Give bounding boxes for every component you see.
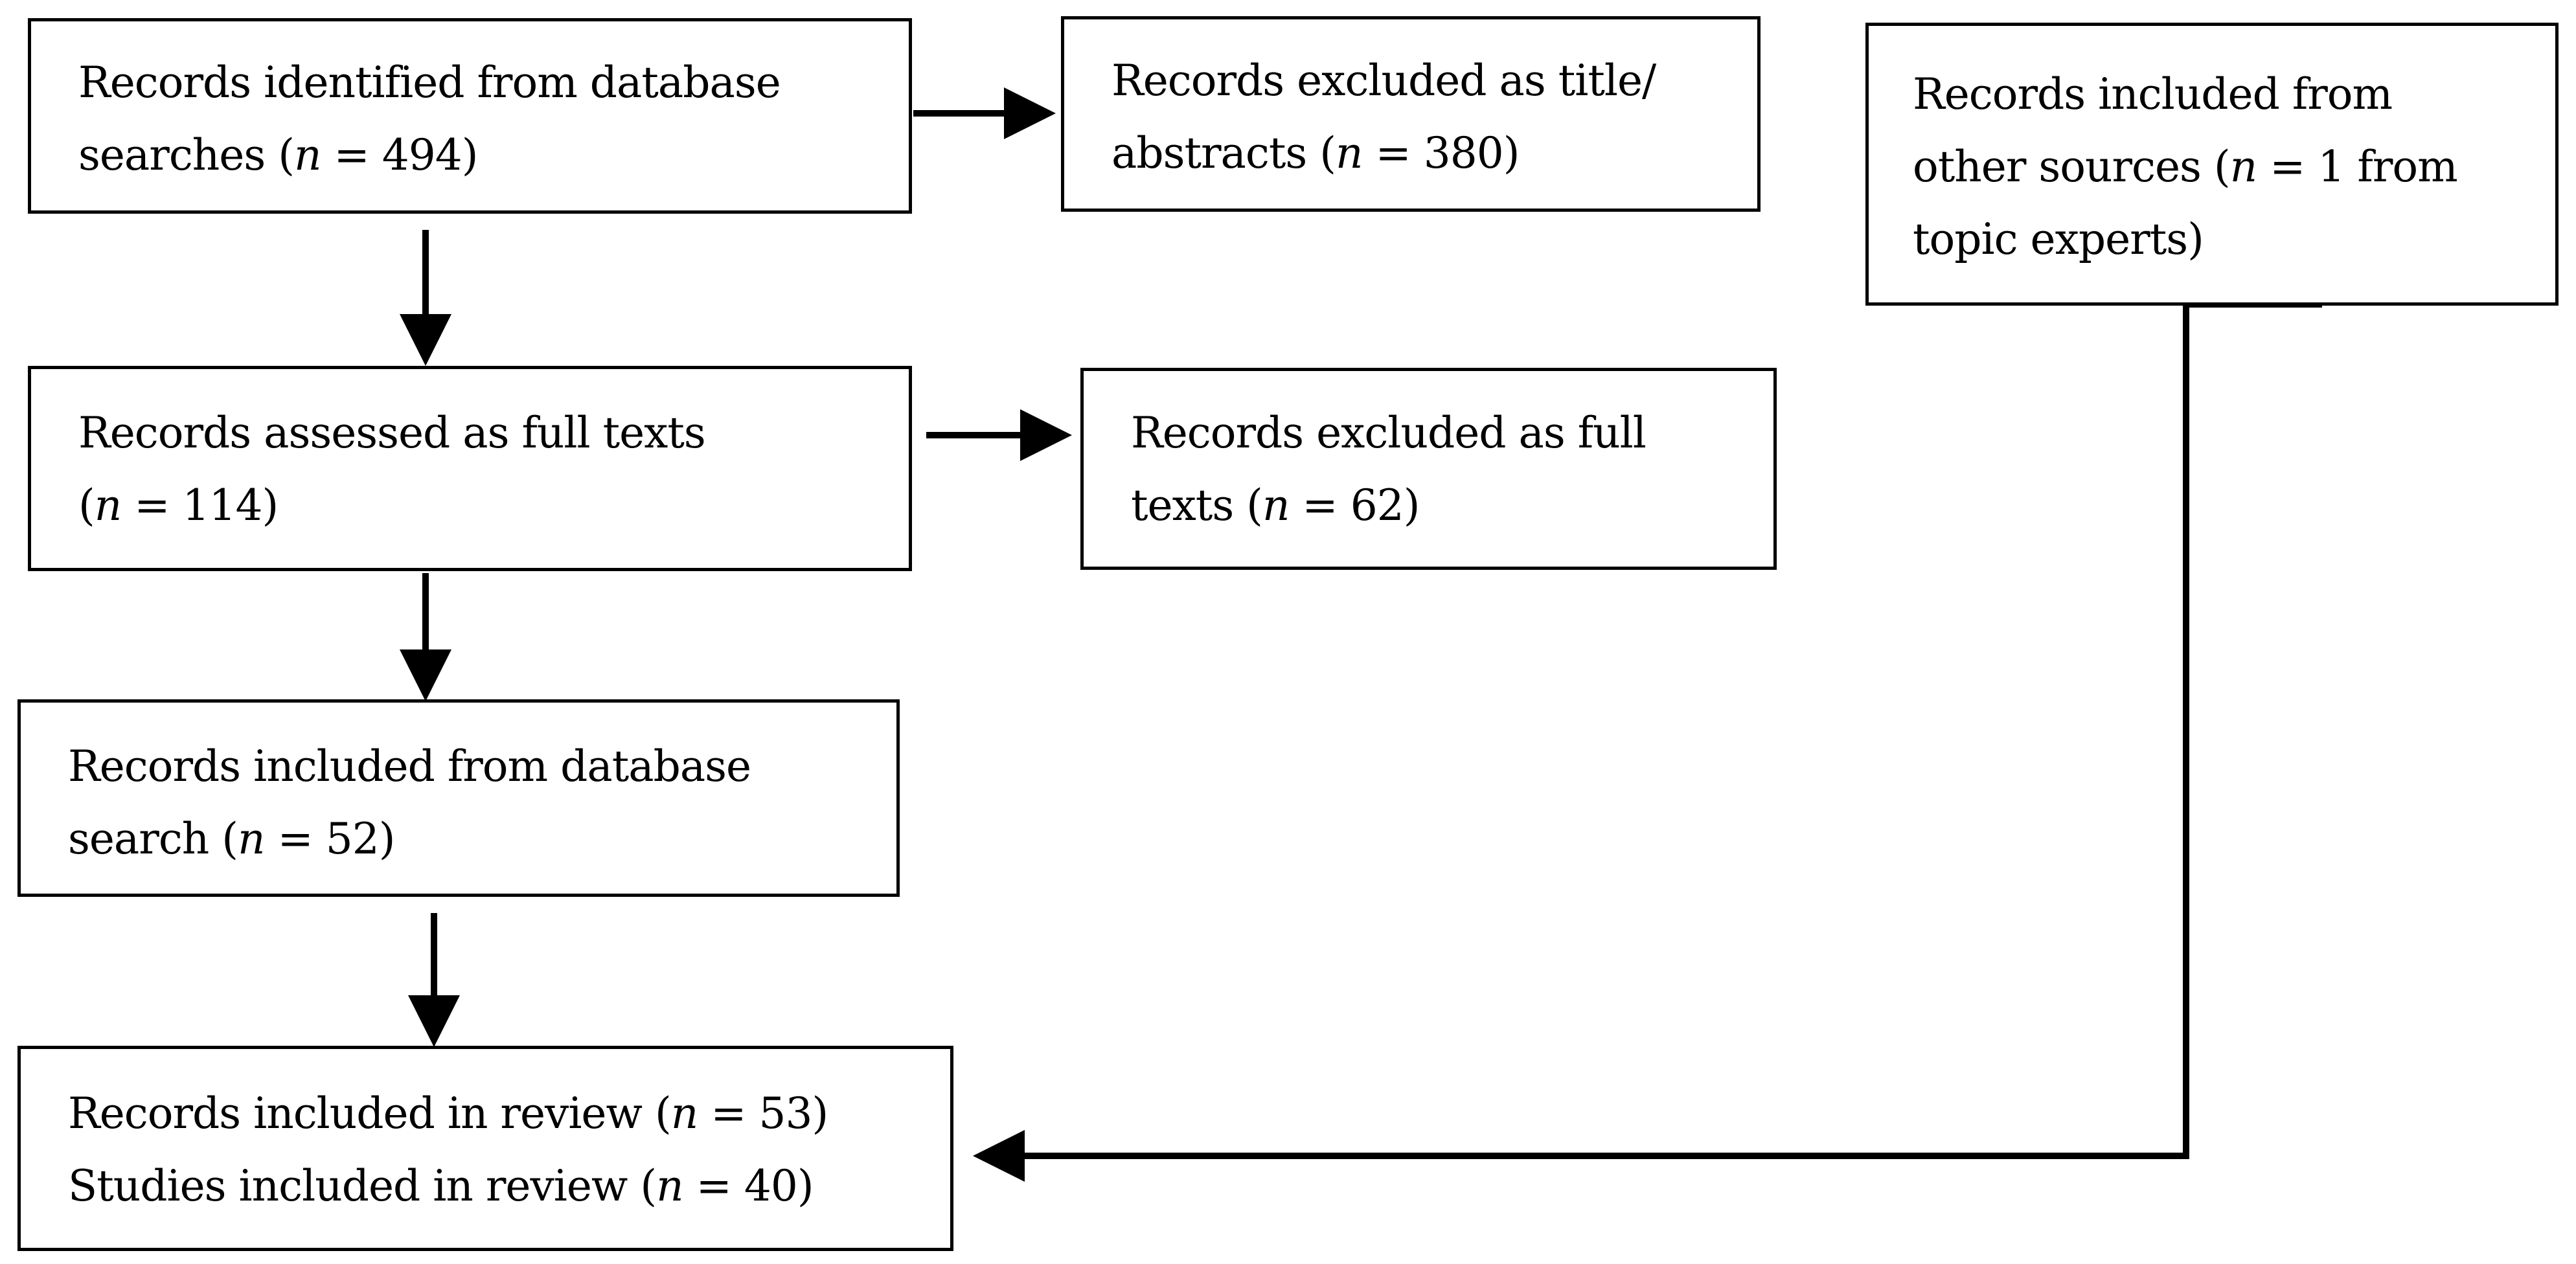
box-identified-line1: Records identified from database [78, 58, 781, 107]
box-included-db-line1: Records included from database [68, 741, 751, 791]
box-records-assessed: Records assessed as full texts (n = 114) [28, 366, 912, 571]
box-excluded-title-line2: abstracts (n = 380) [1111, 128, 1520, 178]
box-records-included-db: Records included from database search (n… [17, 699, 900, 897]
box-records-identified: Records identified from database searche… [28, 18, 912, 214]
box-excluded-full-line2: texts (n = 62) [1131, 480, 1420, 530]
box-excluded-full-line1: Records excluded as full [1131, 408, 1647, 458]
box-included-review-line2: Studies included in review (n = 40) [68, 1161, 814, 1211]
box-assessed-line1: Records assessed as full texts [78, 408, 706, 458]
box-assessed-line2: (n = 114) [78, 480, 279, 530]
box-included-db-line2: search (n = 52) [68, 814, 396, 864]
box-records-included-review: Records included in review (n = 53) Stud… [17, 1046, 953, 1251]
box-identified-line2: searches (n = 494) [78, 130, 478, 180]
box-excluded-full-texts: Records excluded as full texts (n = 62) [1080, 368, 1777, 570]
box-other-sources-line2: other sources (n = 1 from [1913, 142, 2458, 192]
box-excluded-title-line1: Records excluded as title/ [1111, 56, 1656, 106]
box-excluded-title-abstracts: Records excluded as title/ abstracts (n … [1061, 16, 1761, 212]
box-other-sources-line1: Records included from [1913, 69, 2393, 119]
box-records-other-sources: Records included from other sources (n =… [1865, 23, 2559, 306]
box-included-review-line1: Records included in review (n = 53) [68, 1089, 828, 1138]
box-other-sources-line3: topic experts) [1913, 214, 2204, 264]
